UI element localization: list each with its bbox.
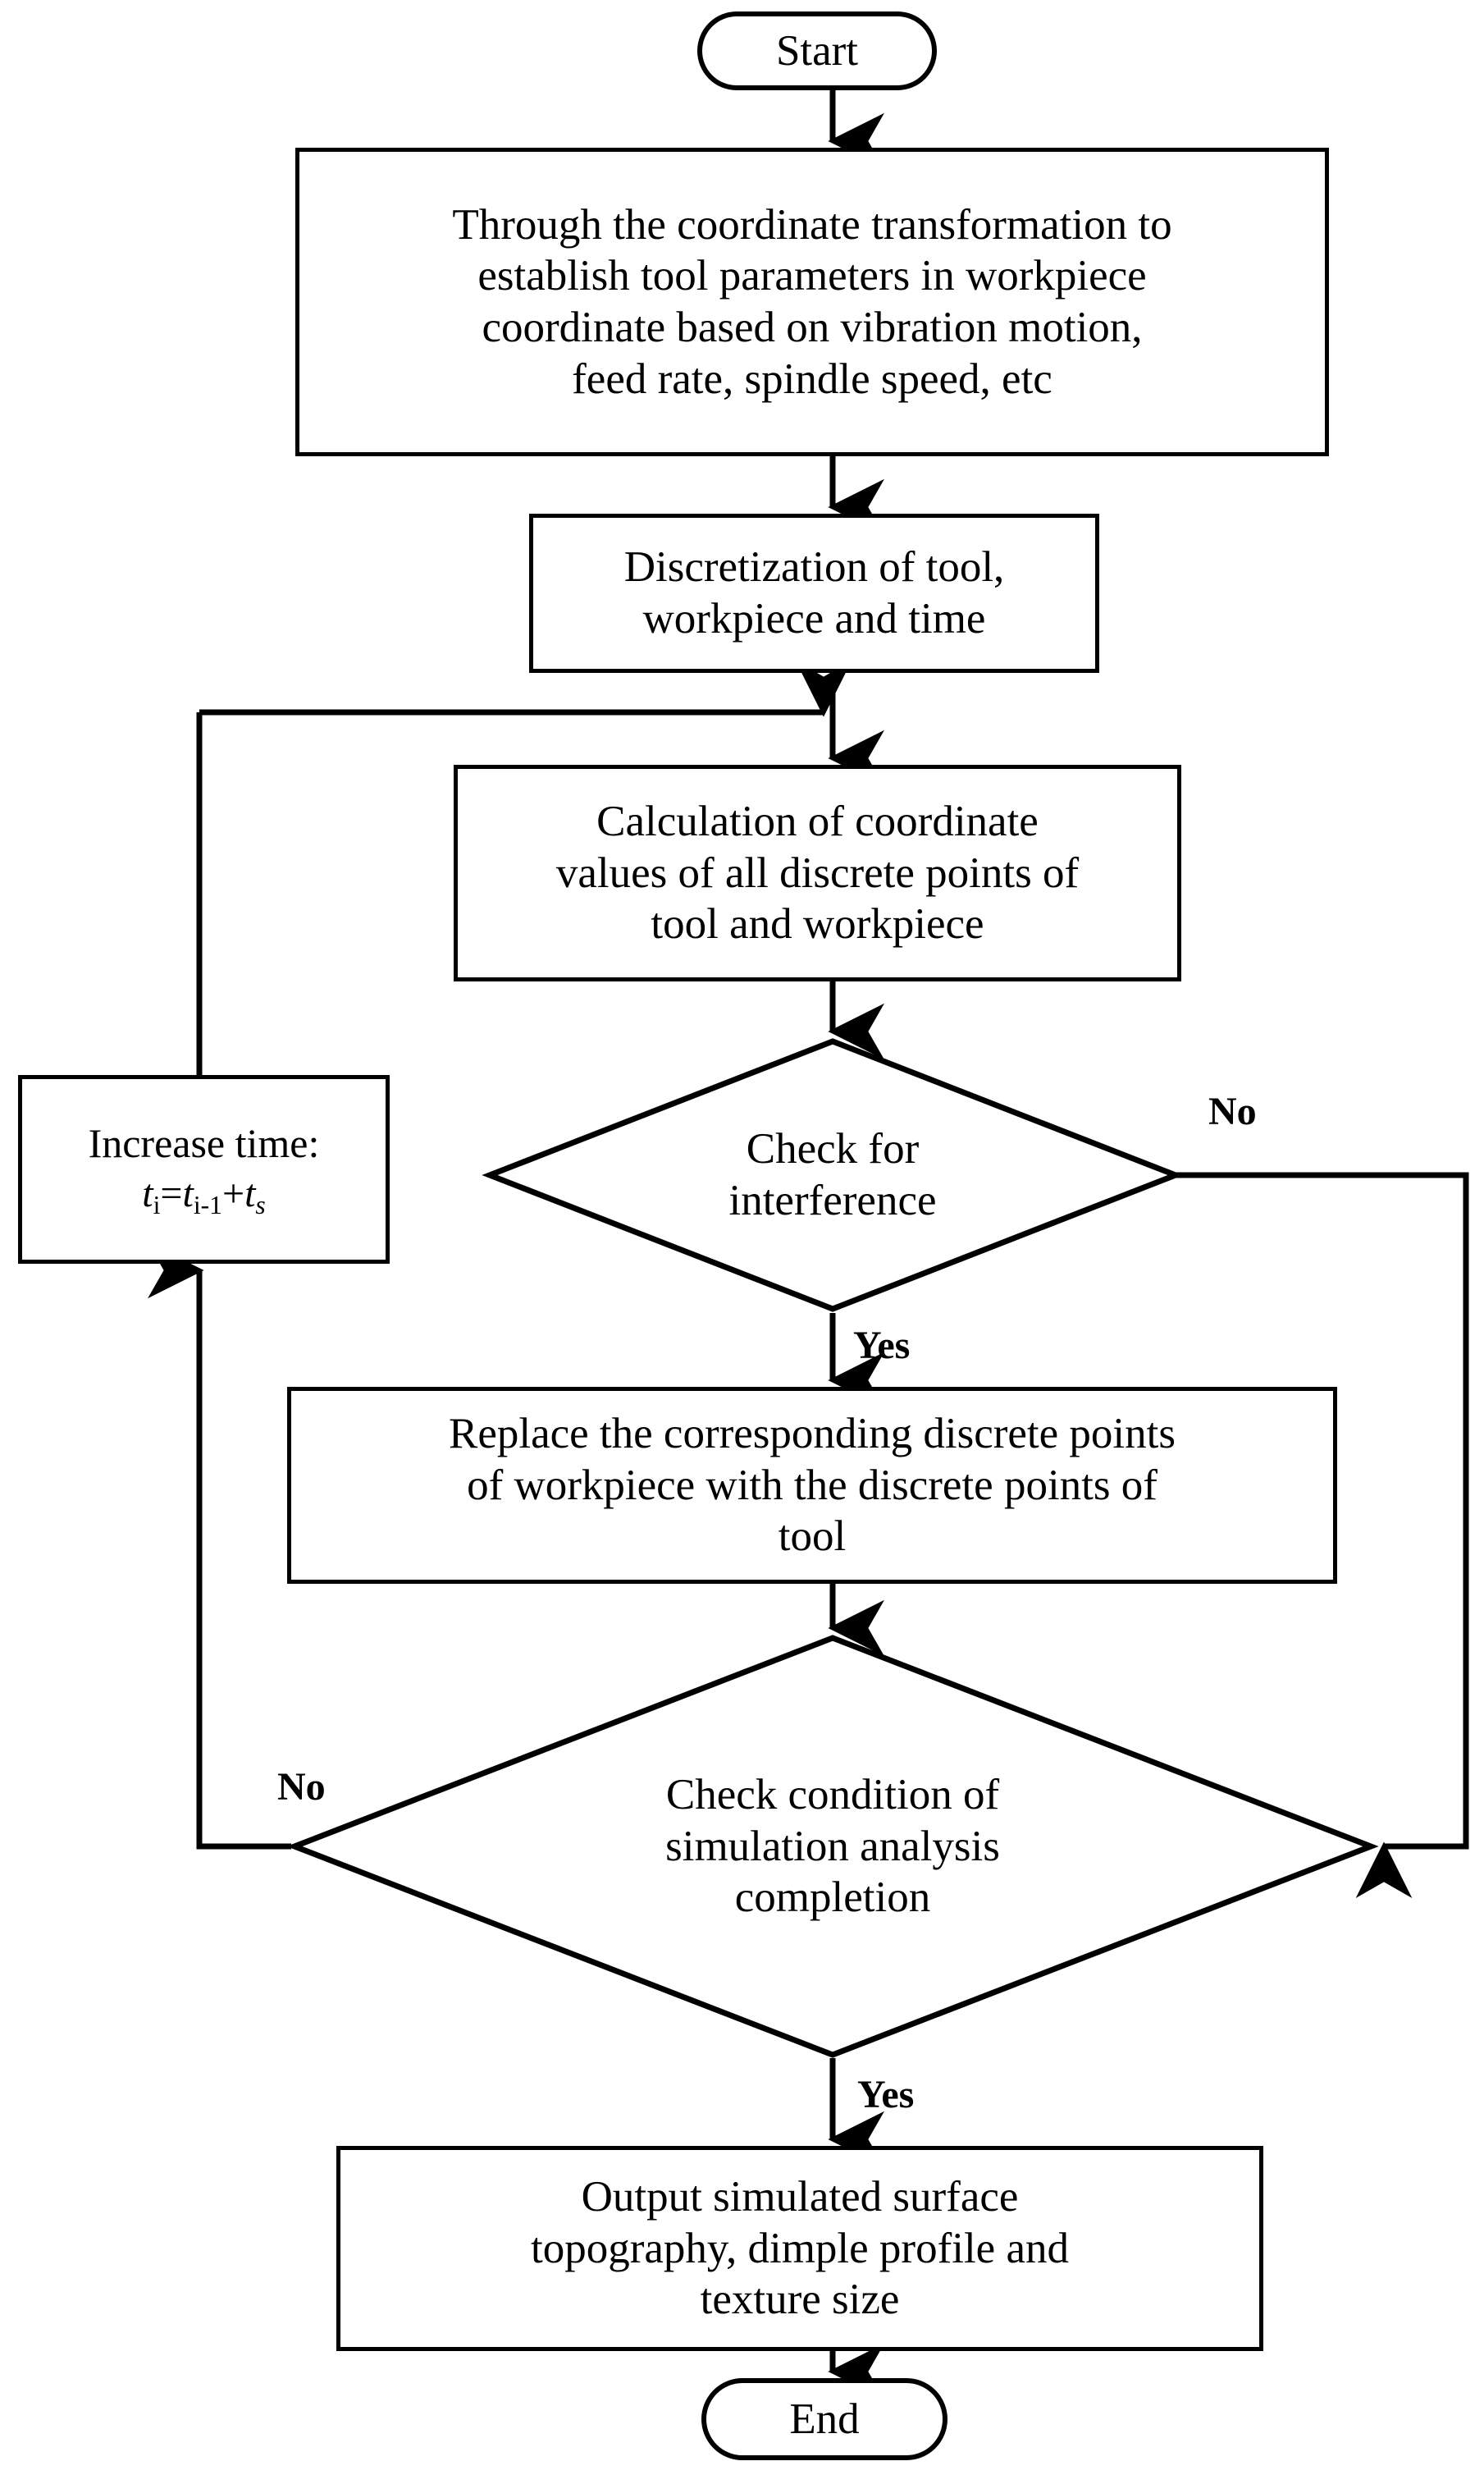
formula-equals: =	[160, 1171, 183, 1215]
node-replace-points[interactable]: Replace the corresponding discrete point…	[287, 1387, 1337, 1584]
node-discretization-label: Discretization of tool, workpiece and ti…	[623, 543, 1005, 643]
check-interference-shape	[482, 1038, 1184, 1312]
node-increase-time-formula: ti=ti-1+ts	[142, 1171, 266, 1220]
node-coordinate-transformation-label: Through the coordinate transformation to…	[452, 200, 1172, 403]
edge-label-interference-yes: Yes	[853, 1324, 911, 1367]
formula-plus: +	[222, 1171, 245, 1215]
edge-label-completion-no: No	[277, 1765, 326, 1809]
node-discretization[interactable]: Discretization of tool, workpiece and ti…	[529, 514, 1099, 673]
formula-ts-sub: s	[255, 1190, 266, 1219]
node-output-results-label: Output simulated surface topography, dim…	[531, 2173, 1069, 2324]
check-interference-label-wrap: Check for interference	[486, 1038, 1179, 1312]
formula-ts-var: t	[244, 1171, 256, 1215]
node-end[interactable]: End	[701, 2378, 947, 2460]
node-increase-time-label: Increase time:	[88, 1119, 320, 1166]
node-end-label: End	[789, 2395, 860, 2443]
node-increase-time[interactable]: Increase time: ti=ti-1+ts	[18, 1075, 390, 1264]
node-check-completion[interactable]: Check condition of simulation analysis c…	[286, 1635, 1379, 2058]
edge-completion-no	[147, 1242, 291, 1850]
node-check-completion-label: Check condition of simulation analysis c…	[665, 1771, 1000, 1922]
edge-label-interference-no: No	[1208, 1090, 1257, 1133]
formula-ti-sub: i	[153, 1190, 161, 1219]
node-calculation[interactable]: Calculation of coordinate values of all …	[454, 765, 1181, 981]
edge-label-completion-yes: Yes	[857, 2073, 915, 2116]
node-output-results[interactable]: Output simulated surface topography, dim…	[336, 2146, 1263, 2351]
node-check-interference-label: Check for interference	[728, 1125, 937, 1224]
node-start[interactable]: Start	[697, 11, 937, 90]
node-replace-points-label: Replace the corresponding discrete point…	[449, 1410, 1176, 1561]
formula-ti-var: t	[142, 1171, 153, 1215]
edge-interference-no	[1148, 1172, 1469, 1899]
formula-tim1-var: t	[182, 1171, 194, 1215]
node-calculation-label: Calculation of coordinate values of all …	[555, 798, 1080, 949]
check-completion-label-wrap: Check condition of simulation analysis c…	[291, 1635, 1374, 2058]
node-check-interference[interactable]: Check for interference	[482, 1038, 1184, 1312]
check-completion-shape	[286, 1635, 1379, 2058]
formula-tim1-sub: i-1	[193, 1190, 222, 1219]
node-coordinate-transformation[interactable]: Through the coordinate transformation to…	[295, 148, 1329, 456]
node-start-label: Start	[775, 26, 859, 75]
